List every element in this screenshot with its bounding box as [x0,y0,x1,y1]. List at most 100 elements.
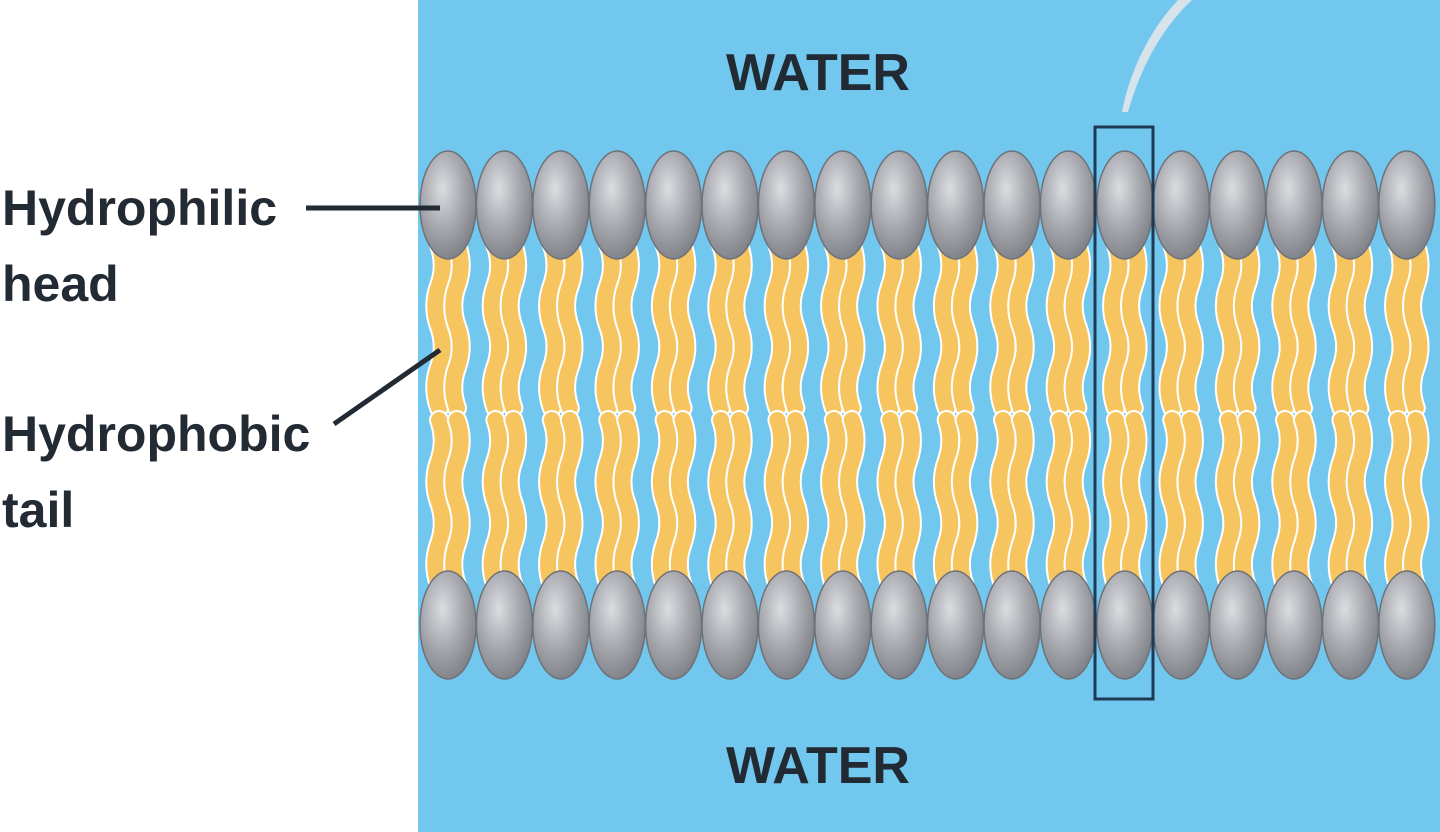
hydrophilic-label-line2: head [2,256,119,312]
hydrophilic-label-line1: Hydrophilic [2,180,277,236]
hydrophilic-head [757,150,816,260]
hydrophobic-tail [614,237,638,416]
hydrophilic-head [588,570,646,680]
hydrophilic-head [814,150,872,260]
hydrophobic-tails-group [425,235,1430,595]
hydrophobic-tail [1047,237,1072,416]
hydrophobic-tail [1160,237,1184,416]
callout-pointer [1122,0,1192,112]
water-label-bottom: WATER [726,737,910,795]
hydrophilic-head [1321,570,1380,680]
highlighted-phospholipid-box [1093,125,1155,701]
hydrophilic-head [644,150,703,260]
hydrophobic-tail [614,412,638,593]
hydrophobic-tail [934,237,959,416]
hydrophobic-tail [501,412,526,593]
hydrophobic-tail [501,237,526,416]
water-background [418,0,1440,832]
hydrophobic-tail [540,412,564,593]
hydrophilic-head [1378,150,1436,260]
hydrophobic-tail [840,237,864,416]
hydrophobic-tail [1122,237,1146,416]
hydrophobic-tail [1216,237,1241,416]
hydrophobic-tail [896,237,920,416]
membrane-layer [419,150,1436,680]
hydrophilic-head [1208,570,1267,680]
hydrophobic-tail [596,237,620,416]
hydrophilic-head [532,570,590,680]
hydrophobic-tail [1404,237,1428,416]
hydrophilic-head [926,570,985,680]
hydrophobic-tail [934,412,959,593]
hydrophobic-tail [1386,237,1410,416]
hydrophilic-head [1096,570,1154,680]
hydrophilic-head [419,150,477,260]
hydrophilic-heads-group [419,150,1436,680]
hydrophilic-head [1152,570,1210,680]
hydrophobic-tail [445,412,469,593]
hydrophilic-head [475,150,534,260]
hydrophobic-tail [1178,412,1202,593]
hydrophobic-tail [991,412,1015,593]
hydrophobic-tail [483,412,508,593]
hydrophilic-head [588,150,646,260]
hydrophobic-tail [1104,237,1128,416]
hydrophobic-tail [1234,237,1259,416]
hydrophobic-tail [427,412,451,593]
hydrophobic-tail [765,237,790,416]
hydrophobic-tail [840,412,864,593]
hydrophilic-head [1265,570,1323,680]
hydrophobic-tail [670,412,695,593]
hydrophobic-tail [991,237,1015,416]
hydrophobic-tail [1009,237,1033,416]
hydrophilic-head [870,570,928,680]
hydrophobic-tail [1065,237,1090,416]
hydrophobic-tail [765,412,790,593]
hydrophilic-head [1208,150,1267,260]
hydrophilic-head [983,570,1041,680]
hydrophobic-leader-line [332,347,442,427]
hydrophobic-tail [558,237,582,416]
hydrophobic-tail [1347,412,1372,593]
hydrophilic-head [757,570,816,680]
hydrophilic-head [926,150,985,260]
hydrophobic-tail [652,412,677,593]
hydrophilic-head [983,150,1041,260]
hydrophilic-head [419,570,477,680]
hydrophobic-tail [822,412,846,593]
hydrophobic-tail [1047,412,1072,593]
hydrophobic-tail [1404,412,1428,593]
hydrophilic-head [644,570,703,680]
hydrophobic-tail [727,237,751,416]
hydrophobic-label-line1: Hydrophobic [2,406,310,462]
hydrophilic-head [1378,570,1436,680]
hydrophobic-tail [952,237,977,416]
hydrophobic-tail [1347,237,1372,416]
hydrophobic-tail [652,237,677,416]
hydrophobic-tail [1329,412,1354,593]
hydrophobic-tail [1234,412,1259,593]
hydrophobic-tail [1386,412,1410,593]
hydrophilic-head [532,150,590,260]
hydrophobic-tail [1273,237,1297,416]
hydrophobic-tail [878,412,902,593]
hydrophilic-head [1321,150,1380,260]
hydrophobic-tail [896,412,920,593]
hydrophobic-tail [596,412,620,593]
hydrophilic-head [1039,570,1098,680]
hydrophobic-tail [783,237,808,416]
hydrophobic-tail [727,412,751,593]
hydrophobic-tail [1178,237,1202,416]
hydrophilic-head [1096,150,1154,260]
hydrophobic-tail [558,412,582,593]
hydrophobic-tail [1122,412,1146,593]
hydrophobic-label-line2: tail [2,482,74,538]
hydrophobic-tail [445,237,469,416]
hydrophobic-tail [1291,412,1315,593]
hydrophobic-tail [822,237,846,416]
hydrophobic-tail [952,412,977,593]
hydrophobic-tail [783,412,808,593]
hydrophobic-tail [1009,412,1033,593]
hydrophilic-head [870,150,928,260]
